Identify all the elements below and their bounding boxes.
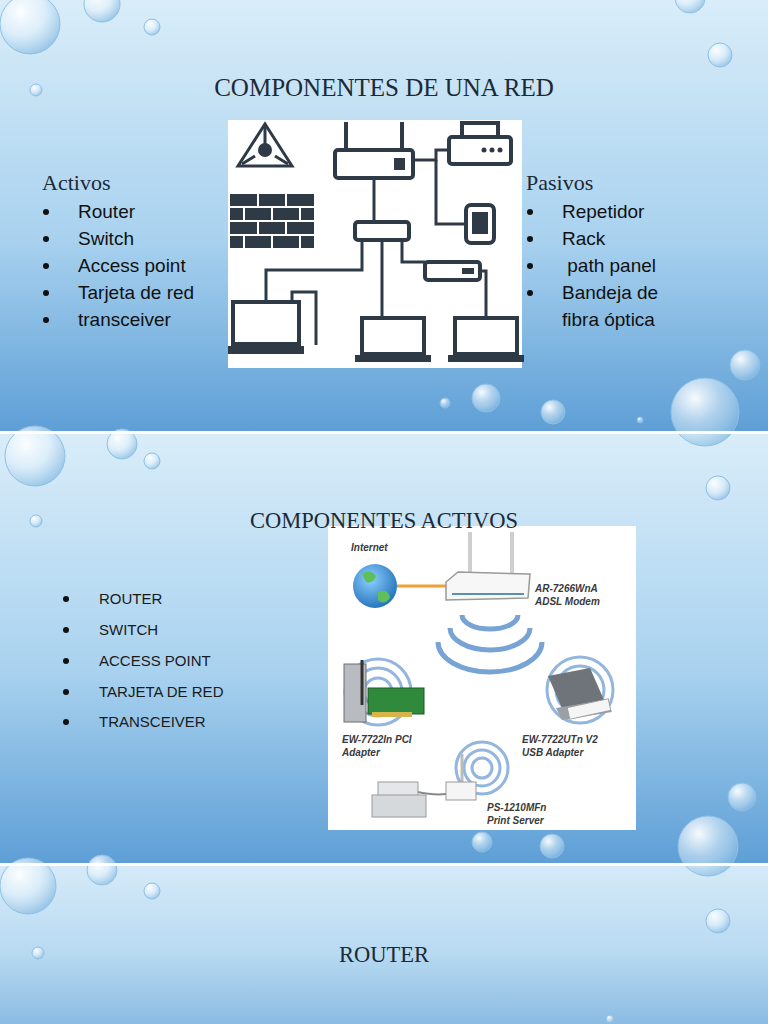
list-item: Router: [78, 198, 223, 225]
slide-title: COMPONENTES DE UNA RED: [0, 73, 768, 103]
slide-ground: [0, 866, 768, 1024]
list-item: SWITCH: [99, 620, 299, 640]
bullet-dot: [527, 236, 533, 242]
list-item: ROUTER: [99, 589, 299, 609]
picture-label: Internet: [351, 541, 421, 554]
list-heading: Activos: [42, 170, 212, 196]
bullet-dot: [63, 658, 69, 664]
bullet-dot: [43, 236, 49, 242]
list-heading: Pasivos: [526, 170, 696, 196]
list-item: Rack: [562, 225, 752, 252]
slide-ground: [0, 0, 768, 431]
bullet-dot: [43, 263, 49, 269]
bullet-dot: [527, 209, 533, 215]
slide-ground: [0, 434, 768, 863]
slide-separator: [0, 863, 768, 866]
list-item: transceiver: [78, 306, 223, 333]
picture-label: EW-7722In PCI Adapter: [342, 733, 412, 759]
network-illustration: [228, 120, 524, 368]
bullet-dot: [63, 689, 69, 695]
slide-title: ROUTER: [0, 940, 768, 970]
bullet-dot: [63, 596, 69, 602]
list-item: Access point: [78, 252, 223, 279]
list-item: Switch: [78, 225, 223, 252]
picture-label: EW-7722UTn V2 USB Adapter: [522, 733, 614, 759]
list-item: path panel: [562, 252, 752, 279]
picture-label: PS-1210MFn Print Server: [487, 801, 557, 827]
list-item: Bandeja de fibra óptica: [562, 279, 687, 333]
list-item: ACCESS POINT: [99, 651, 299, 671]
wireless-illustration: [328, 526, 636, 830]
list-item: Repetidor: [562, 198, 752, 225]
bullet-dot: [527, 263, 533, 269]
slide-title: COMPONENTES ACTIVOS: [0, 506, 768, 536]
slide-ground: [0, 866, 768, 1024]
bullet-dot: [43, 209, 49, 215]
bullet-dot: [43, 317, 49, 323]
bullet-dot: [43, 290, 49, 296]
slide-separator: [0, 431, 768, 434]
bullet-dot: [63, 719, 69, 725]
list-item: TRANSCEIVER: [99, 712, 299, 732]
picture-label: AR-7266WnA ADSL Modem: [535, 582, 620, 608]
bullet-dot: [63, 627, 69, 633]
list-item: TARJETA DE RED: [99, 682, 299, 702]
bullet-dot: [527, 290, 533, 296]
list-item: Tarjeta de red: [78, 279, 223, 306]
